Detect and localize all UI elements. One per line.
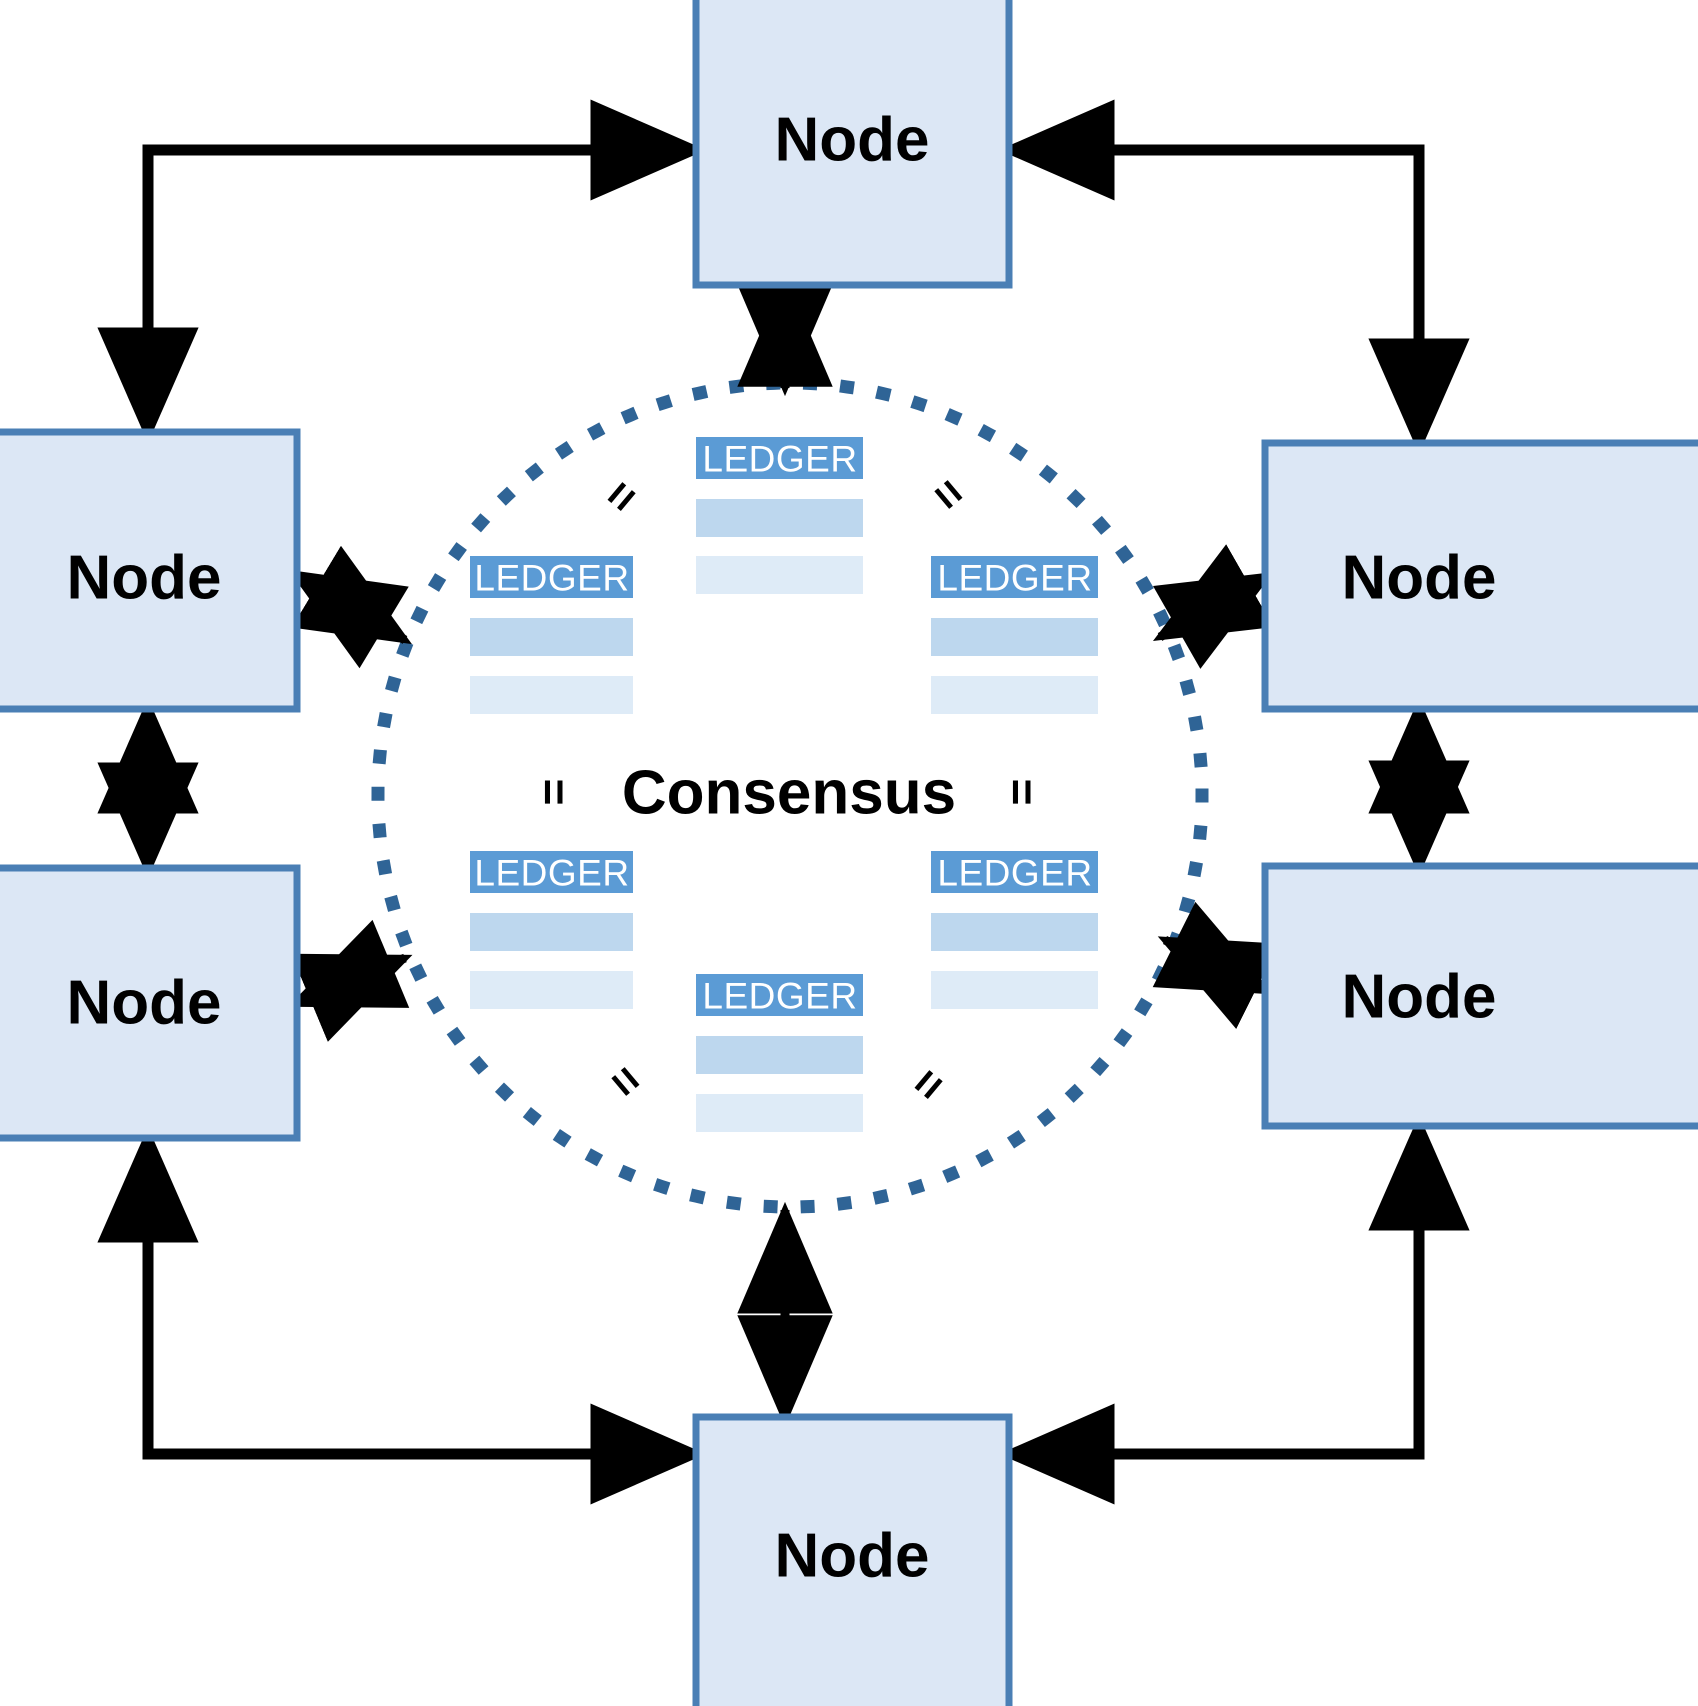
ledger-header — [470, 851, 633, 893]
ledger-header — [470, 556, 633, 598]
node-right-lower[interactable]: Node — [1261, 862, 1698, 1130]
node-box[interactable] — [0, 864, 301, 1142]
conn-right-lower-to-center — [1152, 901, 1279, 1029]
conn-left-upper-to-center — [288, 545, 412, 669]
equals-sign-icon: = — [920, 467, 977, 521]
ledger-title: LEDGER — [937, 558, 1092, 599]
node-label: Node — [1342, 544, 1497, 613]
node-label: Node — [775, 1522, 930, 1591]
connector-layer: top node (elbow) --> top node (elbow) --… — [97, 99, 1470, 1505]
node-bottom[interactable]: Node — [692, 1413, 1013, 1706]
equals-sign-icon: = — [995, 779, 1047, 806]
ledger-title: LEDGER — [702, 976, 857, 1017]
ledger-lower-right[interactable]: LEDGER — [931, 851, 1098, 1009]
ledger-top[interactable]: LEDGER — [696, 437, 863, 594]
ledger-title: LEDGER — [474, 853, 629, 894]
ledger-header — [696, 974, 863, 1016]
node-left-upper[interactable]: Node — [0, 428, 301, 713]
ledger-upper-right[interactable]: LEDGER — [931, 556, 1098, 714]
ledger-row-2 — [696, 1094, 863, 1132]
conn-right-lower-to-bottom — [999, 1115, 1470, 1505]
node-box[interactable] — [692, 1413, 1013, 1706]
node-box[interactable] — [1261, 862, 1698, 1130]
consensus-boundary-circle — [371, 376, 1209, 1214]
ledger-header — [696, 437, 863, 479]
conn-right-upper-to-center — [1152, 544, 1274, 669]
node-label: Node — [67, 969, 222, 1038]
consensus-label: Consensus — [622, 759, 956, 828]
node-box[interactable] — [692, 0, 1013, 289]
equals-sign-icon: = — [592, 469, 649, 523]
node-top[interactable]: Node — [692, 0, 1013, 289]
ledger-row-1 — [931, 913, 1098, 951]
equals-sign-icon: = — [899, 1057, 956, 1111]
node-box[interactable] — [0, 428, 301, 713]
ledger-title: LEDGER — [474, 558, 629, 599]
ledger-row-1 — [931, 618, 1098, 656]
ledger-row-1 — [696, 499, 863, 537]
node-label: Node — [775, 106, 930, 175]
conn-right-upper-to-top — [999, 99, 1470, 454]
ledger-row-2 — [696, 556, 863, 594]
ledger-upper-left[interactable]: LEDGER — [470, 556, 633, 714]
ledger-row-1 — [470, 913, 633, 951]
conn-left-lower-to-bottom — [97, 1127, 706, 1505]
node-right-upper[interactable]: Node — [1261, 439, 1698, 713]
node-left-lower[interactable]: Node — [0, 864, 301, 1142]
ledger-row-1 — [470, 618, 633, 656]
ledger-header — [931, 851, 1098, 893]
node-label: Node — [1342, 963, 1497, 1032]
ledger-row-1 — [696, 1036, 863, 1074]
ledger-bottom[interactable]: LEDGER — [696, 974, 863, 1132]
ledger-header — [931, 556, 1098, 598]
ledger-row-2 — [931, 676, 1098, 714]
ledger-row-2 — [931, 971, 1098, 1009]
ledger-title: LEDGER — [702, 439, 857, 480]
node-label: Node — [67, 544, 222, 613]
conn-left-upper-to-top — [97, 99, 706, 443]
equals-sign-icon: = — [597, 1054, 654, 1108]
ledger-row-2 — [470, 676, 633, 714]
node-box[interactable] — [1261, 439, 1698, 713]
ledger-row-2 — [470, 971, 633, 1009]
ledger-lower-left[interactable]: LEDGER — [470, 851, 633, 1009]
conn-left-lower-to-center — [287, 919, 413, 1042]
ledger-layer: LEDGER LEDGER LEDGER LEDGER — [470, 437, 1098, 1132]
equals-sign-icon: = — [527, 779, 579, 806]
ledger-title: LEDGER — [937, 853, 1092, 894]
